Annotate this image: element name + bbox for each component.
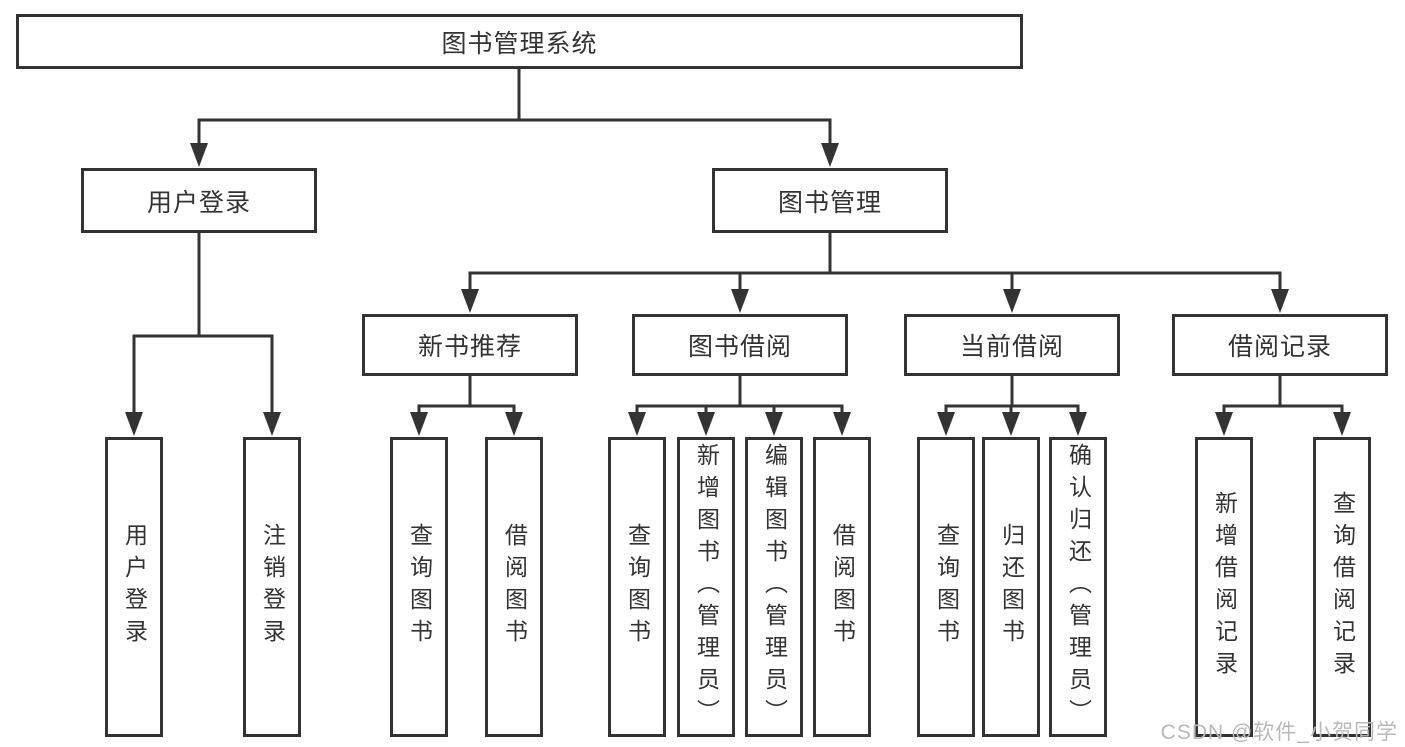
leaf-edit-book-admin: 编辑图书（管理员） bbox=[745, 437, 803, 737]
leaf-label: 新增借阅记录 bbox=[1211, 491, 1238, 683]
edge-current-borrow-to-leaves bbox=[944, 376, 1080, 414]
leaf-label: 用户登录 bbox=[121, 523, 148, 651]
edge-book-management-to-level3 bbox=[468, 233, 1282, 292]
leaf-label: 注销登录 bbox=[259, 523, 286, 651]
arrowhead bbox=[1003, 289, 1021, 313]
watermark: CSDN @软件_小贺同学 bbox=[1160, 721, 1398, 744]
leaf-return-book: 归还图书 bbox=[982, 437, 1040, 737]
node-root: 图书管理系统 bbox=[16, 14, 1023, 69]
arrowhead bbox=[628, 412, 646, 436]
edge-user-login-to-leaves bbox=[132, 233, 274, 414]
arrowhead bbox=[821, 143, 839, 167]
leaf-query-books-1: 查询图书 bbox=[390, 437, 448, 737]
arrowhead bbox=[1002, 412, 1020, 436]
node-user-login: 用户登录 bbox=[81, 168, 317, 233]
node-borrow-record: 借阅记录 bbox=[1172, 314, 1388, 376]
leaf-label: 查询借阅记录 bbox=[1329, 491, 1356, 683]
arrowhead bbox=[410, 412, 428, 436]
leaf-label: 借阅图书 bbox=[501, 523, 528, 651]
leaf-label: 归还图书 bbox=[998, 523, 1025, 651]
arrowhead bbox=[461, 289, 479, 313]
leaf-label: 查询图书 bbox=[933, 523, 960, 651]
arrowhead bbox=[731, 289, 749, 313]
arrowhead bbox=[697, 412, 715, 436]
arrowhead bbox=[190, 143, 208, 167]
leaf-label: 借阅图书 bbox=[829, 523, 856, 651]
node-book-borrow: 图书借阅 bbox=[632, 314, 848, 376]
arrowhead bbox=[125, 412, 143, 436]
edge-root-to-level2 bbox=[197, 69, 832, 146]
arrowhead bbox=[1271, 289, 1289, 313]
node-current-borrow: 当前借阅 bbox=[904, 314, 1120, 376]
leaf-logout: 注销登录 bbox=[243, 437, 301, 737]
leaf-label: 确认归还（管理员） bbox=[1065, 443, 1092, 731]
leaf-query-books-3: 查询图书 bbox=[917, 437, 975, 737]
edge-borrow-record-to-leaves bbox=[1222, 376, 1344, 414]
arrowhead bbox=[263, 412, 281, 436]
arrowhead bbox=[505, 412, 523, 436]
leaf-add-borrow-record: 新增借阅记录 bbox=[1195, 437, 1253, 737]
leaf-borrow-books-1: 借阅图书 bbox=[485, 437, 543, 737]
leaf-confirm-return-admin: 确认归还（管理员） bbox=[1049, 437, 1107, 737]
leaf-borrow-books-2: 借阅图书 bbox=[813, 437, 871, 737]
arrowhead bbox=[765, 412, 783, 436]
leaf-add-book-admin: 新增图书（管理员） bbox=[677, 437, 735, 737]
connector-lines bbox=[132, 69, 1344, 414]
leaf-user-login: 用户登录 bbox=[105, 437, 163, 737]
leaf-label: 查询图书 bbox=[624, 523, 651, 651]
arrowhead bbox=[1333, 412, 1351, 436]
arrowhead bbox=[937, 412, 955, 436]
node-book-management: 图书管理 bbox=[712, 168, 948, 233]
leaf-query-books-2: 查询图书 bbox=[608, 437, 666, 737]
arrowhead bbox=[1069, 412, 1087, 436]
edge-book-borrow-to-leaves bbox=[635, 376, 844, 414]
leaf-label: 新增图书（管理员） bbox=[693, 443, 720, 731]
node-new-book-recommend: 新书推荐 bbox=[362, 314, 578, 376]
leaf-query-borrow-record: 查询借阅记录 bbox=[1313, 437, 1371, 737]
leaf-label: 查询图书 bbox=[406, 523, 433, 651]
arrowhead bbox=[833, 412, 851, 436]
edge-new-book-recommend-to-leaves bbox=[417, 376, 516, 414]
arrowhead bbox=[1215, 412, 1233, 436]
leaf-label: 编辑图书（管理员） bbox=[761, 443, 788, 731]
